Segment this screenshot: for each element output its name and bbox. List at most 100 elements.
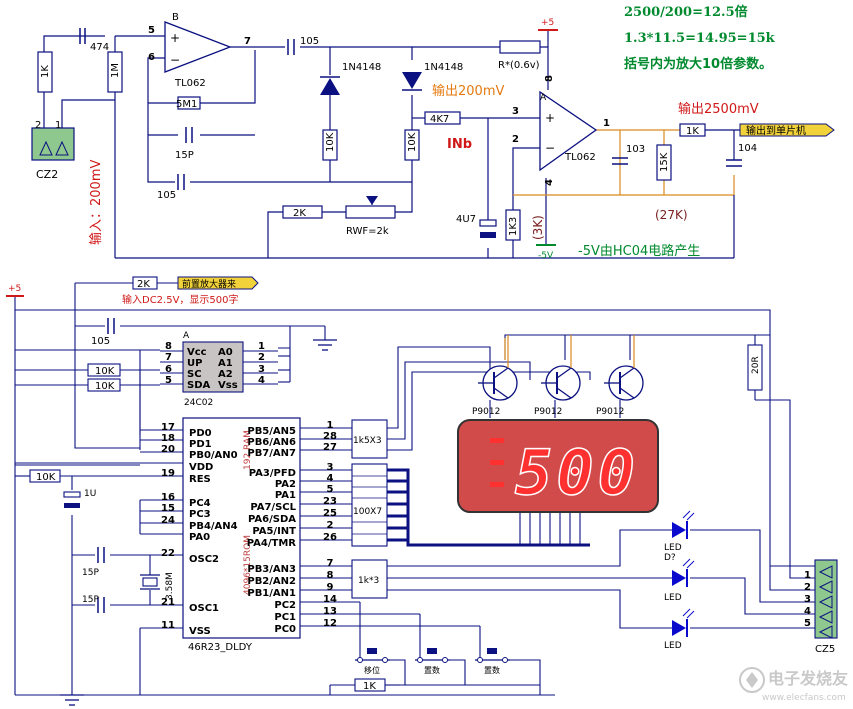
mcu-pin-name: PA7/SCL bbox=[250, 502, 296, 513]
eeprom-pin-num: 5 bbox=[165, 375, 172, 386]
cap-105-bottom: 105 bbox=[91, 318, 115, 347]
pot-rwf-label: RWF=2k bbox=[346, 226, 389, 237]
mcu-pin-num: 28 bbox=[323, 431, 337, 442]
resistor-pack-100x7: 100X7 bbox=[351, 463, 388, 547]
mcu-pin-name: PB6/AN6 bbox=[247, 437, 296, 448]
mcu-pin-num: 18 bbox=[161, 433, 175, 444]
cz5-pin-label: 1 bbox=[804, 570, 811, 581]
watermark: 电子发烧友 www.elecfans.com bbox=[739, 667, 849, 703]
mcu-pin-num: 11 bbox=[161, 620, 175, 631]
svg-text:−: − bbox=[170, 53, 180, 67]
resistor-rstar-label: R*(0.6v) bbox=[498, 60, 540, 71]
resistor-10k-c-label: 10K bbox=[36, 472, 56, 483]
resistor-27k-label: (27K) bbox=[655, 208, 688, 222]
resistor-1m-label: 1M bbox=[110, 63, 121, 78]
button-shift[interactable]: 移位 bbox=[355, 648, 390, 675]
cz5-label: CZ5 bbox=[815, 644, 835, 655]
inb-label: INb bbox=[447, 137, 472, 152]
mcu-pin-num: 14 bbox=[323, 594, 337, 605]
mcu-pin-name: OSC1 bbox=[189, 603, 219, 614]
eeprom-pin-num: 8 bbox=[165, 341, 172, 352]
diode-1-label: 1N4148 bbox=[342, 62, 381, 73]
resistor-2k-top: 2K bbox=[282, 205, 323, 219]
note-line2: 1.3*11.5=14.95=15k bbox=[624, 31, 776, 46]
mcu-pin-num: 15 bbox=[161, 503, 175, 514]
svg-text:−: − bbox=[545, 141, 555, 155]
preamp-tag-label: 前置放大器来 bbox=[182, 278, 236, 290]
watermark-text: 电子发烧友 bbox=[768, 669, 849, 688]
mcu-pin-num: 20 bbox=[161, 444, 175, 455]
mcu-pin-name: PC4 bbox=[189, 498, 211, 509]
mcu-pin-num: 3 bbox=[327, 462, 334, 473]
resistor-15k-label: 15K bbox=[659, 152, 670, 172]
mcu-pin-num: 24 bbox=[161, 515, 175, 526]
resistor-1m: 1M bbox=[107, 51, 123, 93]
resistor-1k-bottom-label: 1K bbox=[363, 681, 376, 692]
mcu-pin-num: 2 bbox=[327, 520, 334, 531]
note-line1: 2500/200=12.5倍 bbox=[624, 4, 748, 20]
resistor-pack-1kx3-label: 1k*3 bbox=[358, 576, 379, 586]
led-2-label: LED bbox=[664, 593, 682, 603]
resistor-1k-bottom: 1K bbox=[354, 678, 386, 692]
cz2-label: CZ2 bbox=[36, 168, 58, 181]
diode-1: 1N4148 bbox=[320, 62, 381, 95]
eeprom-pin-num: 1 bbox=[258, 341, 265, 352]
resistor-1k3: 1K3 bbox=[505, 209, 521, 241]
cap-105-upper: 105 bbox=[287, 36, 319, 55]
mcu-pin-num: 26 bbox=[323, 532, 337, 543]
button-set-1-label: 置数 bbox=[424, 665, 440, 675]
button-set-2-label: 置数 bbox=[484, 665, 500, 675]
mcu-ram: 192 RAM bbox=[243, 430, 253, 470]
eeprom-pin-name: SDA bbox=[187, 380, 211, 391]
led-2: LED bbox=[664, 558, 695, 603]
resistor-2k-bottom: 2K bbox=[132, 276, 158, 290]
opamp-b-pin: 6 bbox=[148, 52, 155, 63]
mcu-pin-name: PC3 bbox=[189, 509, 211, 520]
plus5-top-label: +5 bbox=[541, 18, 554, 28]
bottom-wires bbox=[14, 282, 815, 696]
mcu-pin-num: 25 bbox=[323, 508, 337, 519]
eeprom-pin-name: UP bbox=[187, 358, 202, 369]
ground-symbol bbox=[60, 694, 84, 706]
eeprom-part: 24C02 bbox=[184, 398, 213, 408]
mcu-pin-num: 22 bbox=[161, 548, 175, 559]
opamp-a-pin: 1 bbox=[603, 118, 610, 129]
button-set-2[interactable]: 置数 bbox=[475, 648, 510, 675]
eeprom-pin-num: 7 bbox=[165, 352, 172, 363]
mcu-pin-name: PB1/AN1 bbox=[247, 588, 296, 599]
transistor-3: P9012 bbox=[596, 365, 644, 417]
mcu-pin-name: PB5/AN5 bbox=[247, 426, 296, 437]
resistor-1k3-label: 1K3 bbox=[508, 217, 519, 236]
cap-105-upper-label: 105 bbox=[300, 36, 319, 47]
preamp-tag: 前置放大器来 bbox=[177, 276, 259, 290]
resistor-1k-label: 1K bbox=[40, 65, 51, 78]
mcu-pin-name: PA4/TMR bbox=[247, 538, 297, 549]
opamp-b-pin: 5 bbox=[148, 25, 155, 36]
eeprom-pin-name: Vss bbox=[218, 380, 238, 391]
mcu-pin-num: 7 bbox=[327, 558, 334, 569]
minus5-label: -5V bbox=[538, 251, 554, 261]
transistor-2: P9012 bbox=[534, 365, 581, 417]
plus5-bottom: +5 bbox=[6, 284, 24, 297]
mcu-pin-name: PC2 bbox=[274, 600, 296, 611]
mcu-pin-num: 19 bbox=[161, 468, 175, 479]
display-digits: 500 bbox=[515, 436, 639, 509]
cap-105-bottom-label: 105 bbox=[91, 336, 110, 347]
cz2-connector: 2 1 CZ2 bbox=[31, 120, 75, 181]
cap-104: 104 bbox=[726, 143, 757, 167]
svg-text:+: + bbox=[170, 31, 180, 45]
mcu-pin-name: PA2 bbox=[275, 479, 296, 490]
button-set-1[interactable]: 置数 bbox=[415, 648, 450, 675]
out-2500mv-label: 输出2500mV bbox=[678, 101, 759, 117]
resistor-2k-bottom-label: 2K bbox=[137, 279, 150, 290]
resistor-10k-b-label: 10K bbox=[407, 132, 418, 152]
cap-15p: 15P bbox=[175, 127, 194, 161]
resistor-4k7: 4K7 bbox=[424, 111, 461, 125]
to-mcu-label: 输出到单片机 bbox=[746, 124, 806, 137]
plus5-top: +5 bbox=[538, 18, 558, 31]
cz5-connector: 1 2 3 4 5 CZ5 bbox=[804, 559, 838, 655]
resistor-pack-1k5x3: 1k5X3 bbox=[351, 419, 388, 459]
plus5-bottom-label: +5 bbox=[8, 284, 21, 294]
cap-474: 474 bbox=[79, 28, 109, 53]
